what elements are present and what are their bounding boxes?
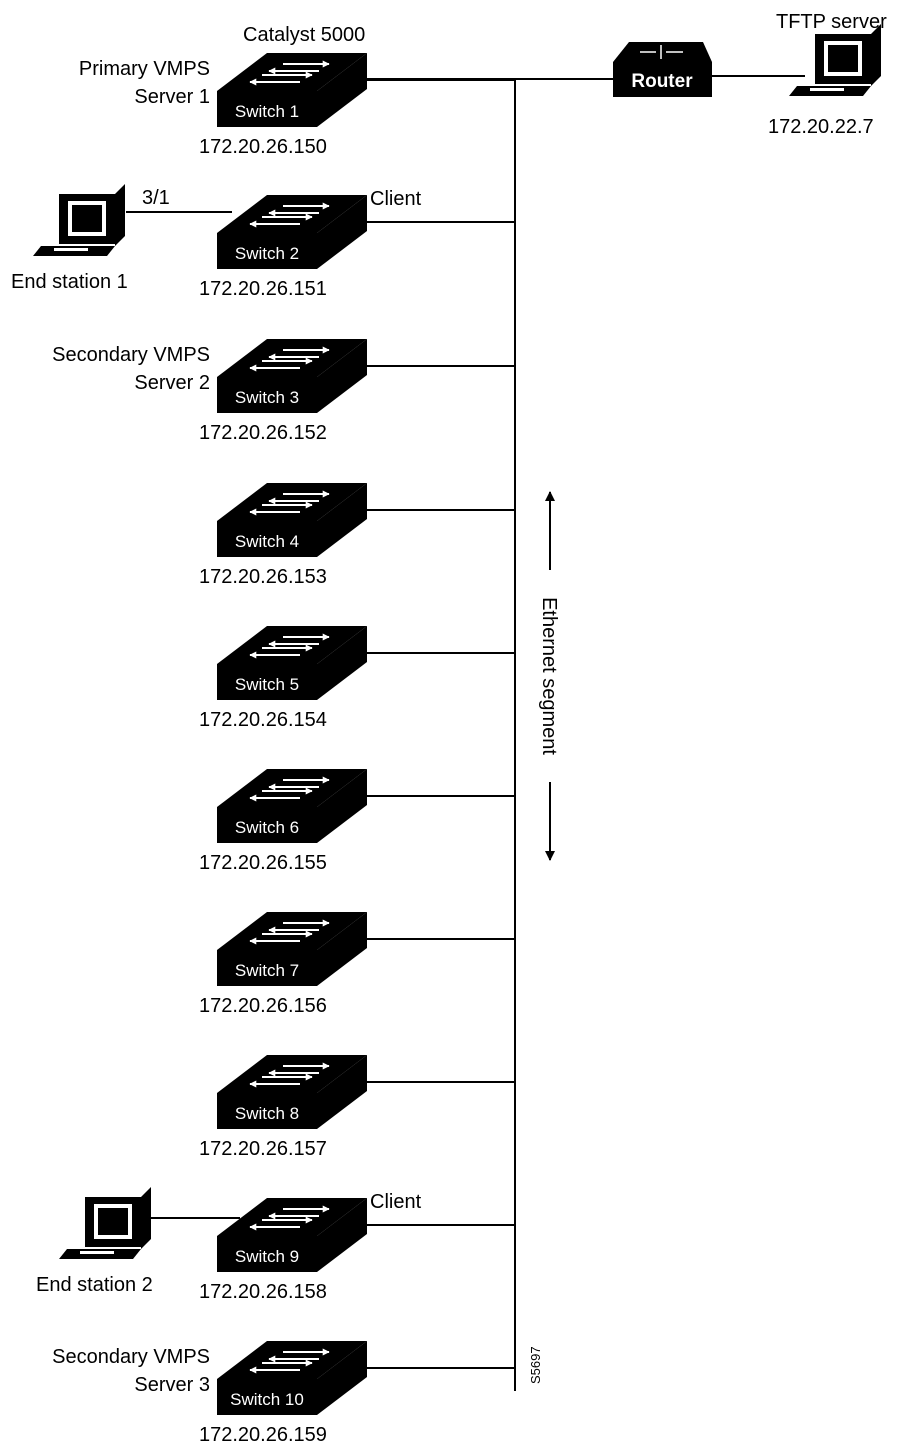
switch-label: Switch 4 <box>235 532 299 551</box>
tftp-server-computer <box>789 24 881 96</box>
switch-role-label: Secondary VMPS <box>52 1346 210 1368</box>
switch-label: Switch 1 <box>235 102 299 121</box>
switch-ip: 172.20.26.151 <box>199 278 327 300</box>
port-label: 3/1 <box>142 187 170 209</box>
computer-icon <box>59 1187 151 1259</box>
switch-2: Switch 2 172.20.26.151 Client <box>199 188 515 300</box>
router-icon <box>613 42 712 97</box>
switch-ip: 172.20.26.150 <box>199 136 327 158</box>
switch-role-label: Primary VMPS <box>79 58 210 80</box>
switch-4: Switch 4 172.20.26.153 <box>199 483 515 588</box>
client-label: Client <box>370 188 422 210</box>
switch-label: Switch 7 <box>235 961 299 980</box>
switch-role-label: Secondary VMPS <box>52 344 210 366</box>
end-station-2-label: End station 2 <box>36 1274 153 1296</box>
end-station-2 <box>59 1187 240 1259</box>
switch-role-label: Server 3 <box>134 1374 210 1396</box>
switch-label: Switch 10 <box>230 1390 304 1409</box>
figure-id: S5697 <box>528 1346 543 1384</box>
router-label: Router <box>631 71 693 92</box>
switch-ip: 172.20.26.157 <box>199 1138 327 1160</box>
end-station-1-label: End station 1 <box>11 271 128 293</box>
tftp-server-label: TFTP server <box>776 11 887 33</box>
switch-label: Switch 5 <box>235 675 299 694</box>
switch-ip: 172.20.26.159 <box>199 1424 327 1443</box>
tftp-server-ip: 172.20.22.7 <box>768 116 874 138</box>
switch-label: Switch 3 <box>235 388 299 407</box>
switch-stack: Switch 1 172.20.26.150 Primary VMPS Server … <box>52 53 515 1443</box>
switch-label: Switch 2 <box>235 244 299 263</box>
computer-icon <box>33 184 125 256</box>
switch-5: Switch 5 172.20.26.154 <box>199 626 515 731</box>
switch-ip: 172.20.26.156 <box>199 995 327 1017</box>
switch-7: Switch 7 172.20.26.156 <box>199 912 515 1017</box>
switch-9: Switch 9 172.20.26.158 Client <box>199 1191 515 1303</box>
switch-8: Switch 8 172.20.26.157 <box>199 1055 515 1160</box>
router: Router <box>613 42 712 97</box>
switch-ip: 172.20.26.158 <box>199 1281 327 1303</box>
client-label: Client <box>370 1191 422 1213</box>
switch-label: Switch 8 <box>235 1104 299 1123</box>
switch-1: Switch 1 172.20.26.150 Primary VMPS Server … <box>79 53 515 158</box>
switch-role-label: Server 1 <box>134 86 210 108</box>
computer-icon <box>789 24 881 96</box>
switch-3: Switch 3 172.20.26.152 Secondary VMPS Serve… <box>52 339 515 444</box>
switch-label: Switch 9 <box>235 1247 299 1266</box>
switch-label: Switch 6 <box>235 818 299 837</box>
switch-ip: 172.20.26.153 <box>199 566 327 588</box>
switch-ip: 172.20.26.155 <box>199 852 327 874</box>
end-station-1 <box>33 184 232 256</box>
switch-10: Switch 10 172.20.26.159 Secondary VMPS Serv… <box>52 1341 515 1443</box>
catalyst-label: Catalyst 5000 <box>243 24 365 46</box>
switch-ip: 172.20.26.154 <box>199 709 327 731</box>
switch-role-label: Server 2 <box>134 372 210 394</box>
switch-ip: 172.20.26.152 <box>199 422 327 444</box>
switch-6: Switch 6 172.20.26.155 <box>199 769 515 874</box>
segment-label: Ethernet segment <box>538 597 560 755</box>
